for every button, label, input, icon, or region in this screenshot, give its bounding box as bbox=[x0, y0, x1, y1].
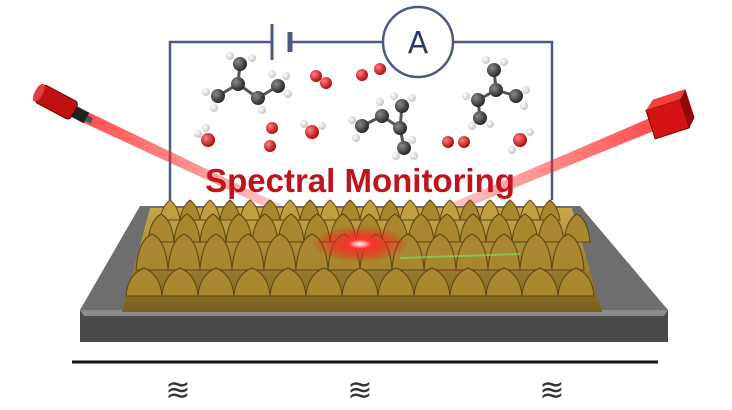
battery-icon bbox=[272, 24, 290, 60]
molecule-isobutylene-1 bbox=[202, 52, 292, 114]
ammeter-label: A bbox=[408, 26, 429, 61]
molecule-water-3 bbox=[508, 128, 534, 154]
molecule-isobutylene-3 bbox=[462, 56, 530, 130]
laser-hotspot bbox=[312, 226, 408, 262]
molecule-water-1 bbox=[194, 124, 215, 147]
molecule-oxygen-4 bbox=[442, 136, 470, 148]
heat-indicators: ≋ ≋ ≋ bbox=[165, 373, 564, 408]
heat-icon: ≋ bbox=[165, 373, 190, 408]
molecule-oxygen-2 bbox=[356, 63, 386, 81]
heat-icon: ≋ bbox=[539, 373, 564, 408]
spectral-monitoring-title: Spectral Monitoring bbox=[205, 162, 515, 199]
molecule-oxygen-3 bbox=[264, 122, 278, 152]
molecule-oxygen-1 bbox=[310, 70, 332, 89]
nanostructure-fin bbox=[320, 200, 340, 220]
heat-icon: ≋ bbox=[347, 373, 372, 408]
ammeter-icon: A bbox=[383, 7, 453, 77]
molecule-isobutylene-2 bbox=[348, 92, 418, 160]
molecule-water-2 bbox=[300, 120, 326, 139]
